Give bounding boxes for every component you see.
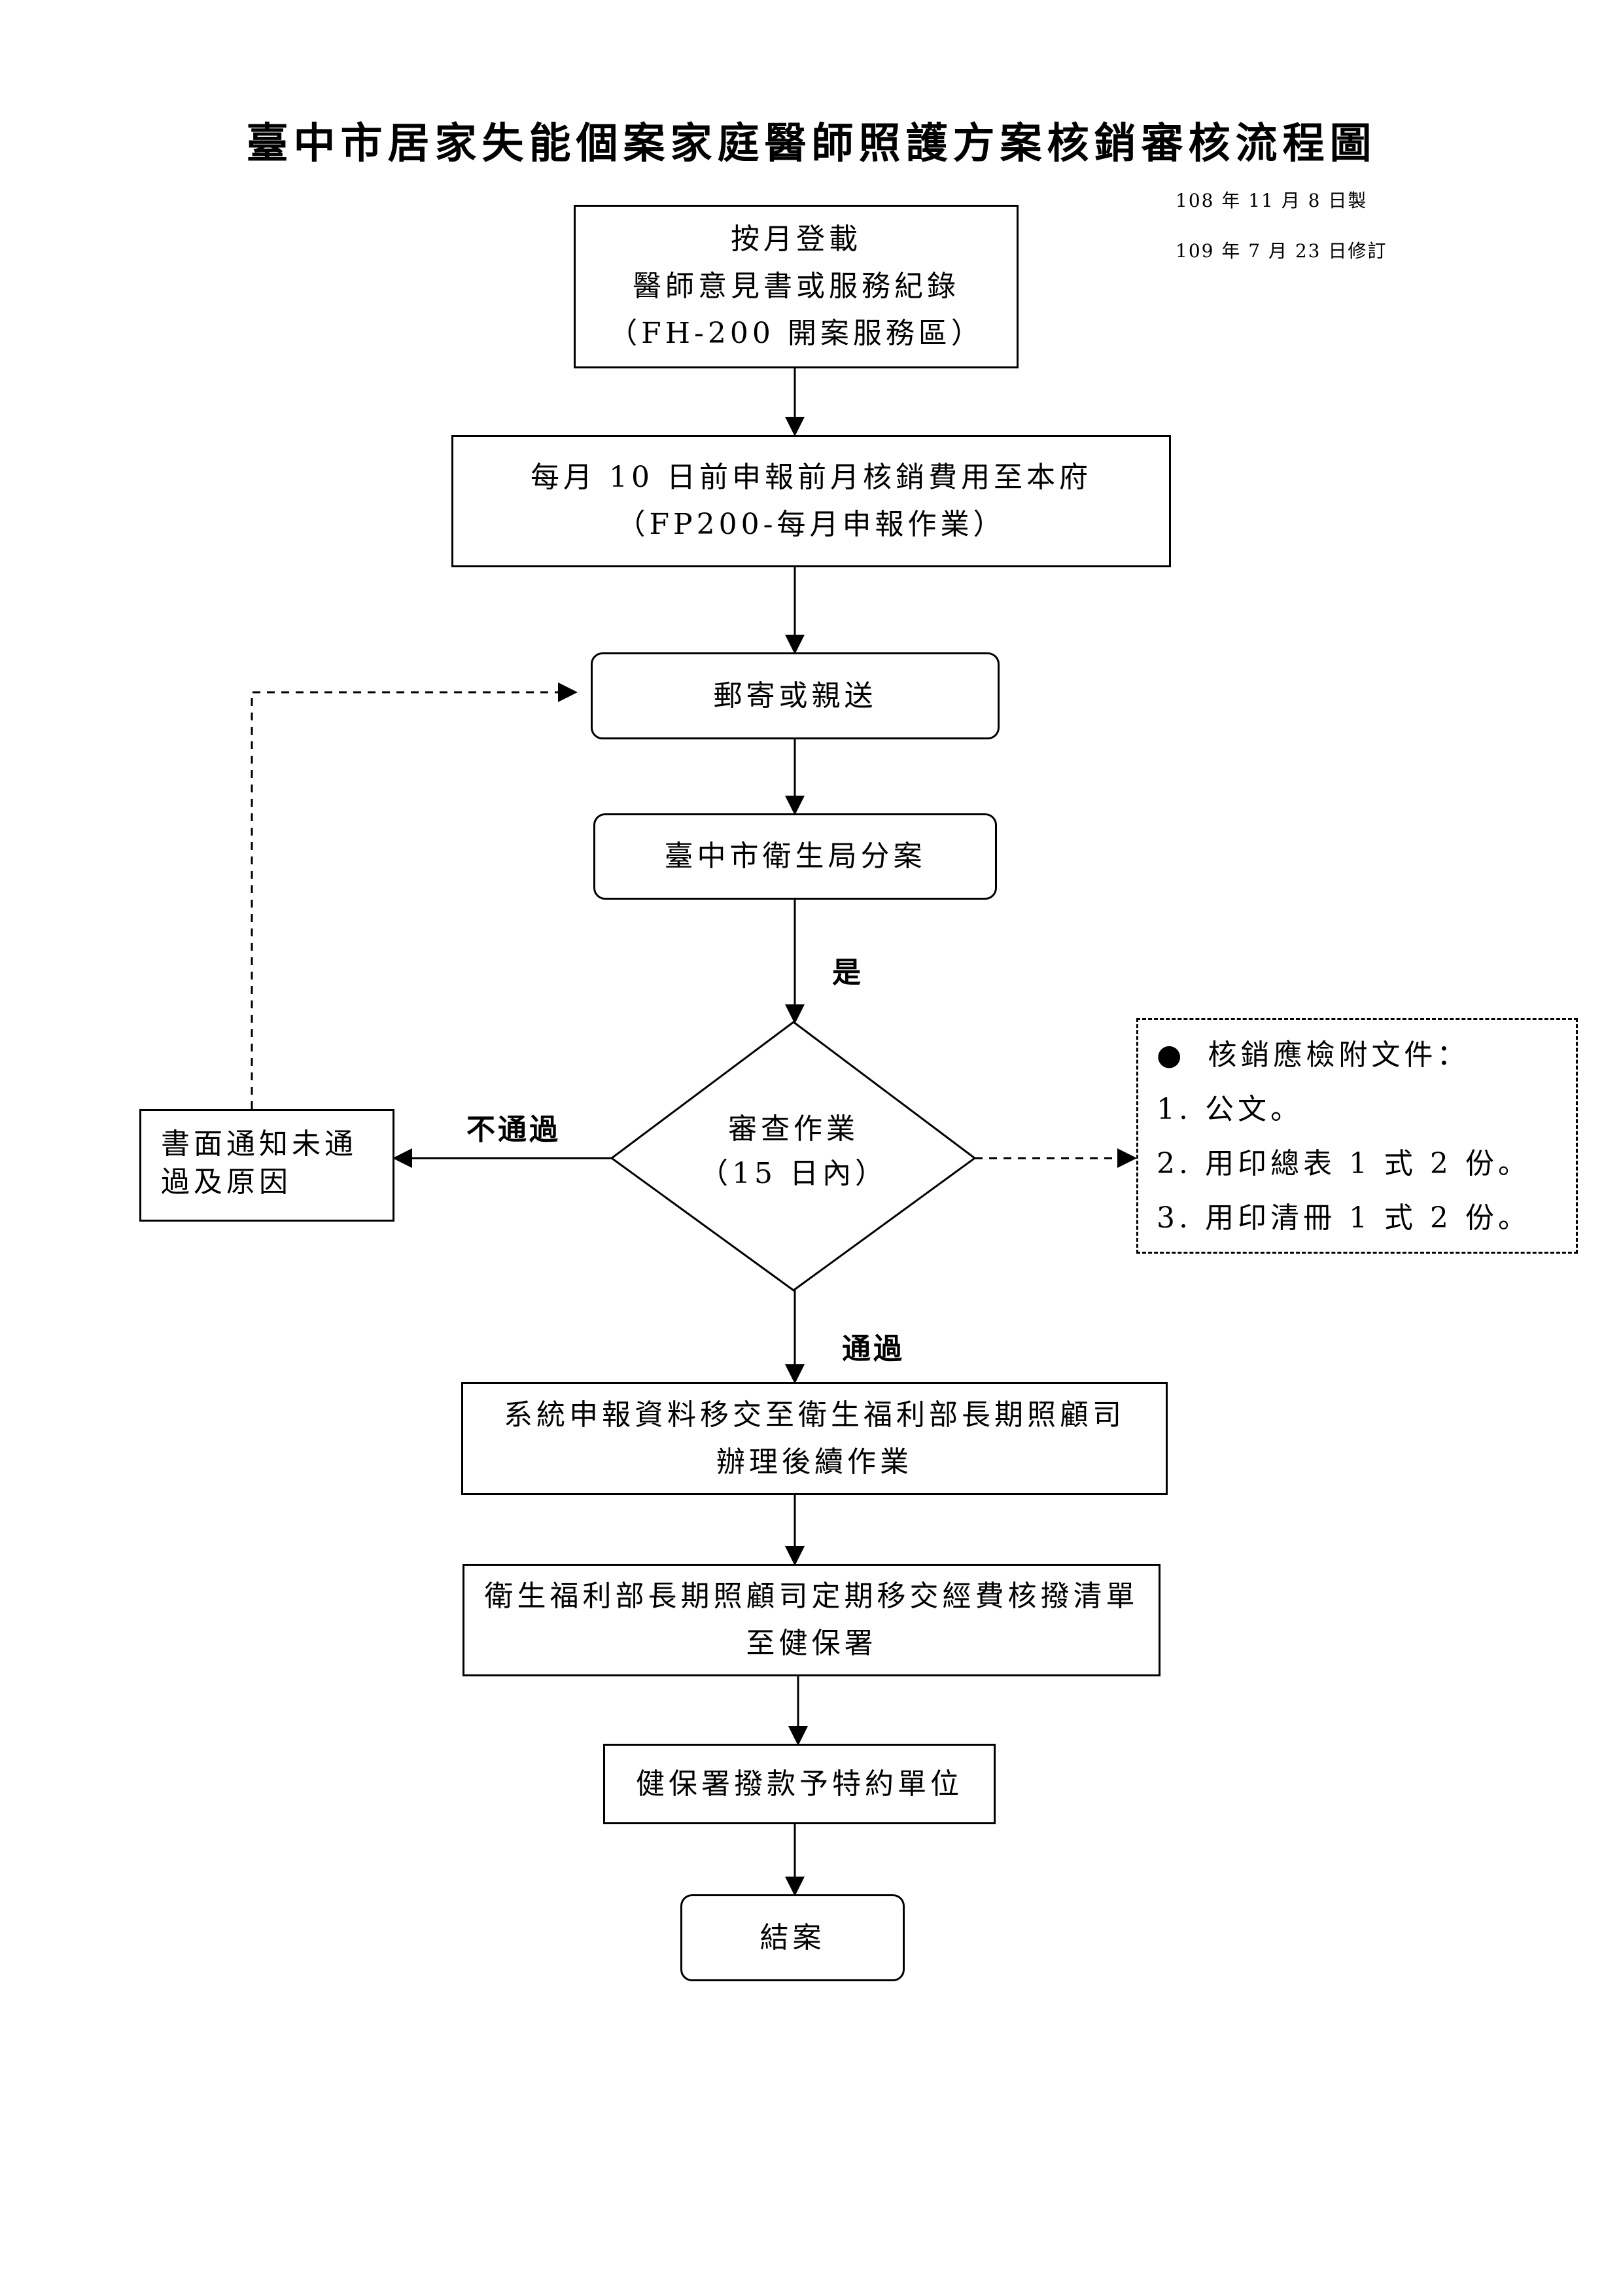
step-transfer-box: 系統申報資料移交至衛生福利部長期照顧司 辦理後續作業 — [461, 1382, 1168, 1495]
notify-line1: 書面通知未通 — [161, 1127, 357, 1161]
attachment-item-1: 1. 公文。 — [1157, 1093, 1303, 1126]
review-label: 審查作業 （15 日內） — [663, 1107, 924, 1196]
step-register-box: 按月登載 醫師意見書或服務紀錄 （FH-200 開案服務區） — [574, 205, 1019, 368]
step-transfer-line2: 辦理後續作業 — [716, 1445, 913, 1479]
step-monthly-report-box: 每月 10 日前申報前月核銷費用至本府 （FP200-每月申報作業） — [451, 435, 1171, 567]
revision-date: 109 年 7 月 23 日修訂 — [1176, 240, 1387, 262]
notify-box: 書面通知未通 過及原因 — [139, 1109, 394, 1222]
attachment-item-2: 2. 用印總表 1 式 2 份。 — [1157, 1147, 1531, 1180]
review-diamond — [610, 1021, 977, 1292]
step-monthly-report-line1: 每月 10 日前申報前月核銷費用至本府 — [531, 461, 1092, 494]
review-line1: 審查作業 — [728, 1112, 859, 1146]
step-monthly-report-line2: （FP200-每月申報作業） — [616, 508, 1006, 541]
step-assign-box: 臺中市衛生局分案 — [593, 813, 997, 900]
step-close-box: 結案 — [680, 1894, 905, 1981]
step-transfer-line1: 系統申報資料移交至衛生福利部長期照顧司 — [504, 1398, 1125, 1432]
step-mail-label: 郵寄或親送 — [713, 679, 877, 713]
step-register-line2: 醫師意見書或服務紀錄 — [633, 270, 960, 303]
edge-label-yes: 是 — [832, 956, 864, 989]
step-payment-label: 健保署撥款予特約單位 — [636, 1767, 963, 1801]
step-register-line1: 按月登載 — [731, 222, 862, 256]
attachments-heading-row: ● 核銷應檢附文件： — [1157, 1028, 1558, 1082]
step-close-label: 結案 — [759, 1920, 826, 1954]
attachment-item-3: 3. 用印清冊 1 式 2 份。 — [1157, 1201, 1531, 1235]
dashed-loop-back — [251, 682, 578, 1109]
step-periodic-line1: 衛生福利部長期照顧司定期移交經費核撥清單 — [484, 1580, 1139, 1613]
step-periodic-box: 衛生福利部長期照顧司定期移交經費核撥清單 至健保署 — [462, 1564, 1161, 1676]
edge-label-pass: 通過 — [842, 1332, 905, 1366]
notify-line2: 過及原因 — [161, 1165, 292, 1199]
attachments-box: ● 核銷應檢附文件： 1. 公文。 2. 用印總表 1 式 2 份。 3. 用印… — [1136, 1018, 1578, 1254]
page-title: 臺中市居家失能個案家庭醫師照護方案核銷審核流程圖 — [246, 120, 1377, 168]
step-mail-box: 郵寄或親送 — [591, 652, 1000, 739]
step-assign-label: 臺中市衛生局分案 — [664, 839, 926, 873]
edge-label-fail: 不通過 — [466, 1113, 561, 1146]
step-payment-box: 健保署撥款予特約單位 — [603, 1744, 996, 1824]
step-register-line3: （FH-200 開案服務區） — [608, 317, 984, 350]
bullet-icon: ● — [1157, 1038, 1186, 1072]
attachments-heading: 核銷應檢附文件： — [1208, 1038, 1470, 1072]
step-periodic-line2: 至健保署 — [746, 1627, 877, 1660]
creation-date: 108 年 11 月 8 日製 — [1176, 190, 1368, 211]
review-line2: （15 日內） — [699, 1157, 888, 1190]
